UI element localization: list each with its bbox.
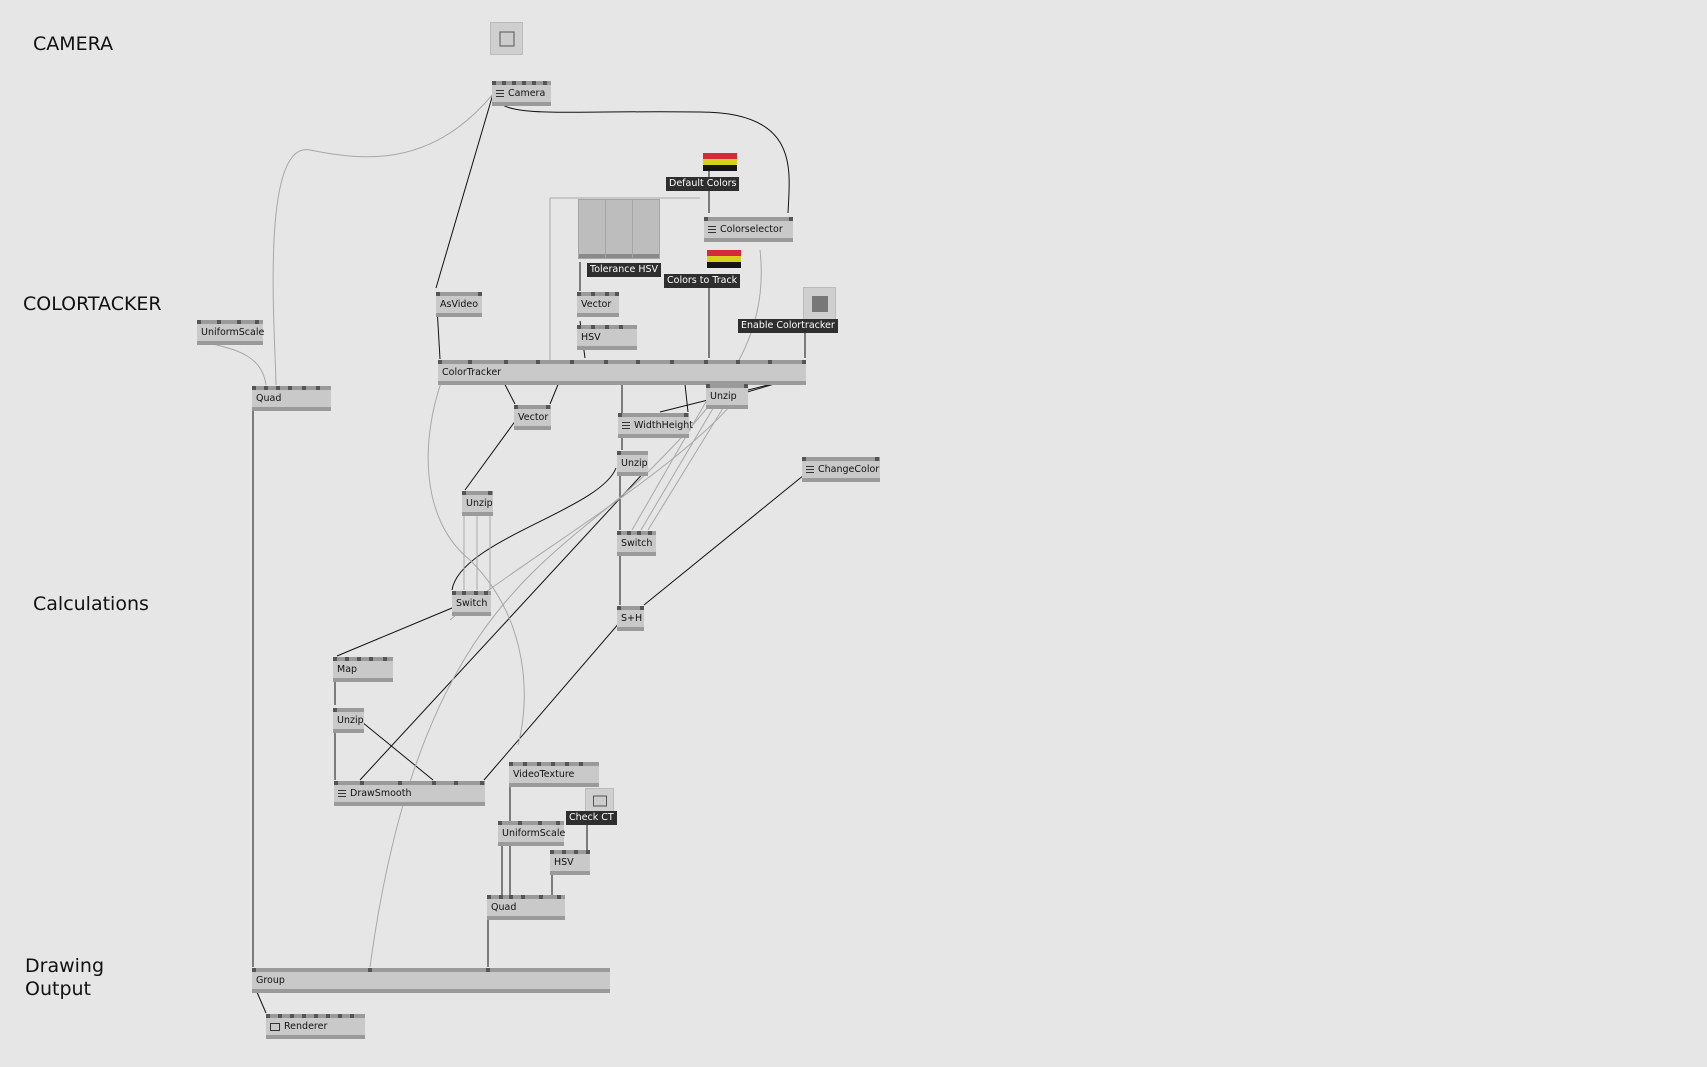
toggle-square-icon	[811, 295, 828, 312]
label-default-colors: Default Colors	[666, 177, 740, 191]
enable-colortracker-toggle[interactable]	[803, 287, 836, 320]
tolerance-h-slider[interactable]	[578, 199, 606, 259]
colors-to-track-swatch[interactable]	[707, 250, 741, 268]
node-label: Map	[337, 664, 358, 675]
node-label: HSV	[581, 332, 601, 343]
node-label: Vector	[581, 299, 612, 310]
node-renderer[interactable]: Renderer	[266, 1014, 365, 1039]
node-label: VideoTexture	[513, 769, 575, 780]
node-hsv-low[interactable]: HSV	[550, 850, 590, 875]
label-colors-to-track: Colors to Track	[664, 274, 741, 288]
node-label: Renderer	[284, 1021, 328, 1032]
node-unzip-low[interactable]: Unzip	[333, 708, 364, 733]
node-label: Colorselector	[720, 224, 783, 235]
node-colortracker[interactable]: ColorTracker	[438, 360, 806, 385]
node-quad-low[interactable]: Quad	[487, 895, 565, 920]
node-label: UniformScale	[201, 327, 265, 338]
node-group[interactable]: Group	[252, 968, 610, 993]
section-camera: CAMERA	[33, 33, 114, 55]
toggle-square-icon	[499, 31, 514, 46]
node-label: WidthHeight	[634, 420, 694, 431]
label-tolerance-hsv: Tolerance HSV	[587, 263, 661, 277]
check-ct-toggle[interactable]	[585, 788, 614, 814]
default-colors-swatch[interactable]	[703, 153, 737, 171]
node-colorselector[interactable]: Colorselector	[704, 217, 793, 242]
section-colortracker: COLORTACKER	[23, 293, 162, 315]
node-label: AsVideo	[440, 299, 479, 310]
node-vector-hsv[interactable]: Vector	[577, 292, 619, 317]
node-uniformscale-low[interactable]: UniformScale	[498, 821, 566, 846]
node-label: Unzip	[466, 498, 493, 509]
node-label: Unzip	[621, 458, 648, 469]
node-label: Switch	[456, 598, 488, 609]
node-unzip-left[interactable]: Unzip	[462, 491, 493, 516]
node-label: Unzip	[710, 391, 737, 402]
menu-icon	[806, 466, 814, 473]
node-label: Switch	[621, 538, 653, 549]
node-hsv-top[interactable]: HSV	[577, 325, 637, 350]
node-label: Camera	[508, 88, 546, 99]
node-label: ColorTracker	[442, 367, 502, 378]
node-camera[interactable]: Camera	[492, 81, 551, 106]
label-enable-colortracker: Enable Colortracker	[738, 319, 838, 333]
node-label: UniformScale	[502, 828, 566, 839]
node-sh[interactable]: S+H	[617, 606, 644, 631]
node-label: Group	[256, 975, 285, 986]
node-label: Vector	[518, 412, 549, 423]
node-label: Unzip	[337, 715, 364, 726]
toggle-square-icon	[592, 795, 607, 807]
node-quad-left[interactable]: Quad	[252, 386, 331, 411]
tolerance-v-slider[interactable]	[632, 199, 660, 259]
menu-icon	[496, 90, 504, 97]
section-drawing-output: Drawing Output	[25, 955, 105, 1000]
node-label: DrawSmooth	[350, 788, 412, 799]
node-videotexture[interactable]: VideoTexture	[509, 762, 599, 787]
window-icon	[270, 1022, 280, 1031]
node-widthheight[interactable]: WidthHeight	[618, 413, 693, 438]
node-vector-mid[interactable]: Vector	[514, 405, 551, 430]
node-label: S+H	[621, 613, 643, 624]
node-unzip-right[interactable]: Unzip	[706, 384, 748, 409]
node-label: ChangeColor	[818, 464, 880, 475]
node-changecolor[interactable]: ChangeColor	[802, 457, 880, 482]
menu-icon	[622, 422, 630, 429]
node-label: Quad	[256, 393, 282, 404]
section-calculations: Calculations	[33, 593, 149, 615]
node-asvideo[interactable]: AsVideo	[436, 292, 482, 317]
node-drawsmooth[interactable]: DrawSmooth	[334, 781, 485, 806]
node-map[interactable]: Map	[333, 657, 393, 682]
camera-toggle[interactable]	[490, 22, 523, 55]
node-label: Quad	[491, 902, 517, 913]
label-check-ct: Check CT	[566, 811, 617, 825]
menu-icon	[338, 790, 346, 797]
node-uniformscale-left[interactable]: UniformScale	[197, 320, 265, 345]
light-wires	[197, 93, 762, 968]
node-unzip-mid[interactable]: Unzip	[617, 451, 648, 476]
menu-icon	[708, 226, 716, 233]
node-label: HSV	[554, 857, 574, 868]
node-switch-right[interactable]: Switch	[617, 531, 656, 556]
tolerance-s-slider[interactable]	[605, 199, 633, 259]
node-switch-left[interactable]: Switch	[452, 591, 491, 616]
